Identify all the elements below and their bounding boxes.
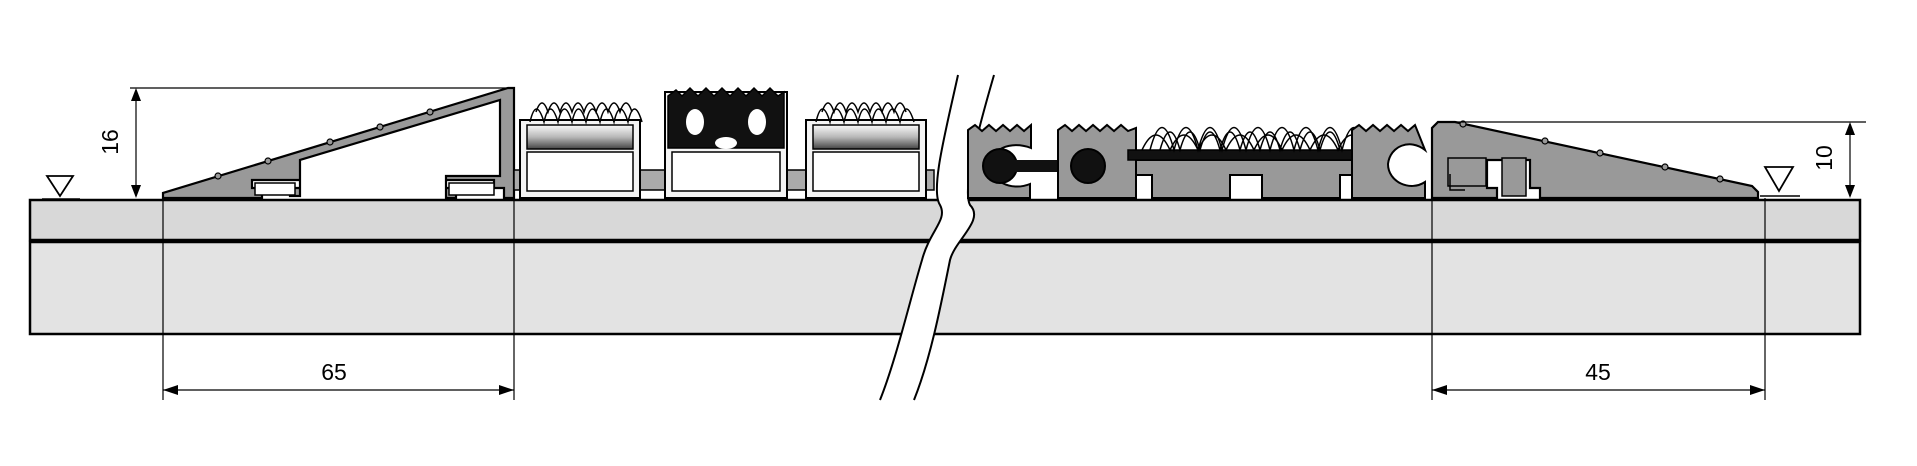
dimension-left-height: 16 <box>97 87 514 198</box>
t-profile-loop-mat <box>1127 123 1428 199</box>
dimension-left-width-label: 65 <box>321 359 347 385</box>
left-ramp-profile <box>161 86 516 200</box>
dimension-right-height: 10 <box>1448 121 1866 198</box>
dimension-right-height-label: 10 <box>1811 145 1837 171</box>
insert-brush-mat-2 <box>805 102 927 199</box>
insert-rubber-mat <box>664 86 788 199</box>
level-marker-right <box>1760 166 1800 197</box>
triangle-down-icon <box>45 175 75 198</box>
right-ramp-profile <box>1430 120 1760 200</box>
dimension-right-width: 45 <box>1431 198 1766 400</box>
level-marker-left <box>42 175 80 200</box>
dimension-left-width: 65 <box>162 198 515 400</box>
triangle-down-icon <box>1763 166 1795 193</box>
dimension-left-height-label: 16 <box>97 129 123 155</box>
connector-profiles <box>967 122 1137 199</box>
insert-brush-mat-1 <box>519 102 643 199</box>
dimension-right-width-label: 45 <box>1585 359 1611 385</box>
